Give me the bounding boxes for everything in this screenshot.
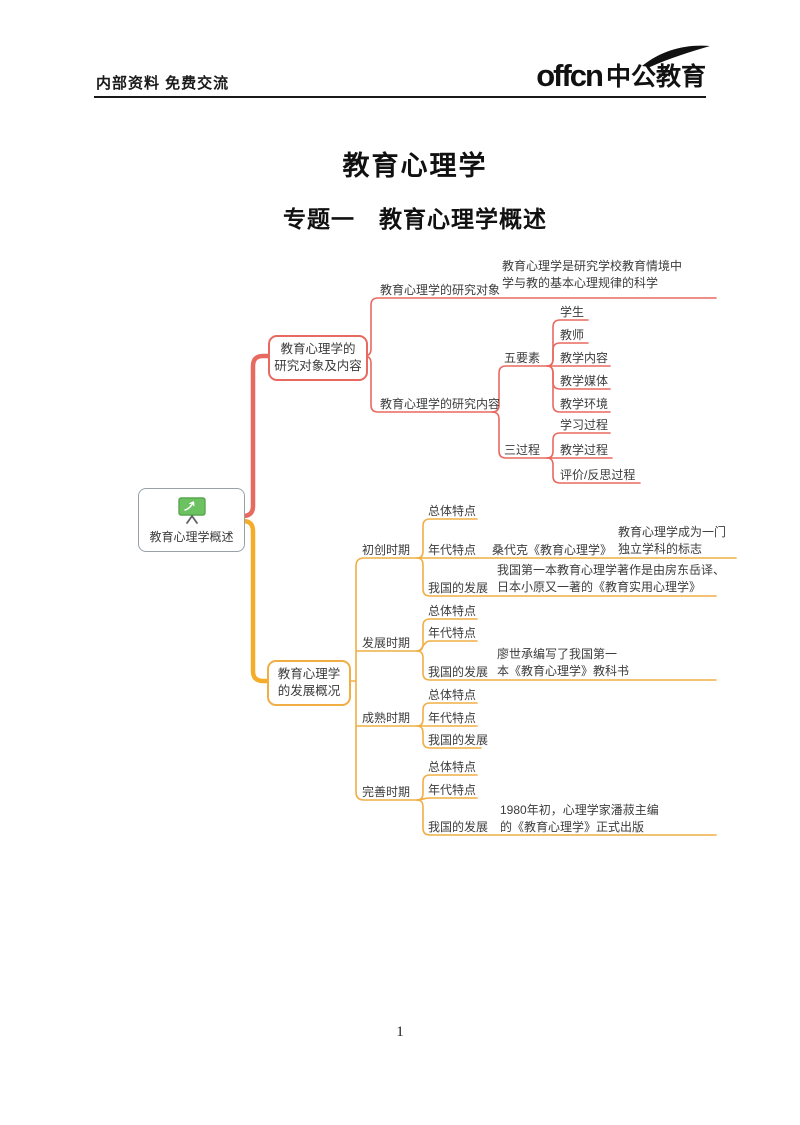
research-object-label: 教育心理学的研究对象	[380, 283, 501, 297]
period-2-era-label: 年代特点	[428, 626, 477, 640]
mindmap-root-node: 教育心理学概述	[138, 488, 245, 552]
three-processes-item-learning: 学习过程	[560, 418, 609, 432]
period-1-china-note: 我国第一本教育心理学著作是由房东岳译、 日本小原又一著的《教育实用心理学》	[497, 563, 726, 594]
period-3-china-label: 我国的发展	[428, 733, 489, 747]
three-processes-item-teaching: 教学过程	[560, 443, 609, 457]
page-title: 教育心理学	[342, 151, 488, 181]
root-node-label: 教育心理学概述	[149, 529, 234, 544]
period-1-china-label: 我国的发展	[428, 581, 489, 595]
header-divider	[94, 96, 706, 98]
five-elements-label: 五要素	[504, 351, 541, 365]
period-4-label: 完善时期	[362, 785, 411, 799]
five-elements-item-teacher: 教师	[560, 328, 585, 342]
three-processes-item-evaluation: 评价/反思过程	[560, 468, 636, 482]
page-subtitle: 专题一 教育心理学概述	[283, 206, 547, 232]
period-2-overall-label: 总体特点	[428, 604, 477, 618]
logo-wordmark: offcn	[536, 58, 604, 93]
three-processes-label: 三过程	[504, 443, 541, 457]
research-content-label: 教育心理学的研究内容	[380, 397, 501, 411]
period-4-china-label: 我国的发展	[428, 820, 489, 834]
period-4-overall-label: 总体特点	[428, 760, 477, 774]
development-branch-wires	[240, 518, 737, 836]
period-2-china-label: 我国的发展	[428, 665, 489, 679]
period-3-overall-label: 总体特点	[428, 688, 477, 702]
period-4-china-note: 1980年初，心理学家潘菽主编 的《教育心理学》正式出版	[500, 803, 659, 834]
header-note: 内部资料 免费交流	[96, 75, 230, 92]
five-elements-item-student: 学生	[560, 305, 585, 319]
five-elements-item-media: 教学媒体	[560, 374, 609, 388]
research-object-note: 教育心理学是研究学校教育情境中 学与教的基本心理规律的科学	[502, 259, 683, 290]
period-3-era-label: 年代特点	[428, 711, 477, 725]
period-1-label: 初创时期	[362, 543, 411, 557]
period-3-label: 成熟时期	[362, 711, 411, 725]
research-branch-node: 教育心理学的 研究对象及内容	[268, 335, 368, 381]
period-1-era-label: 年代特点	[428, 543, 477, 557]
five-elements-item-environment: 教学环境	[560, 397, 609, 411]
logo-brand-text: 中公教育	[605, 63, 706, 91]
page-number: 1	[396, 1024, 404, 1040]
period-2-label: 发展时期	[362, 636, 411, 650]
period-1-era-note: 桑代克《教育心理学》	[492, 543, 613, 557]
offcn-logo: offcn 中公教育	[536, 45, 710, 94]
five-elements-item-content: 教学内容	[560, 351, 609, 365]
blackboard-icon	[177, 496, 206, 524]
development-branch-node: 教育心理学 的发展概况	[267, 660, 351, 706]
period-4-era-label: 年代特点	[428, 783, 477, 797]
period-2-china-note: 廖世承编写了我国第一 本《教育心理学》教科书	[497, 647, 630, 678]
period-1-era-note2: 教育心理学成为一门 独立学科的标志	[618, 525, 727, 556]
logo-swoosh-icon	[642, 45, 710, 67]
period-1-overall-label: 总体特点	[428, 504, 477, 518]
